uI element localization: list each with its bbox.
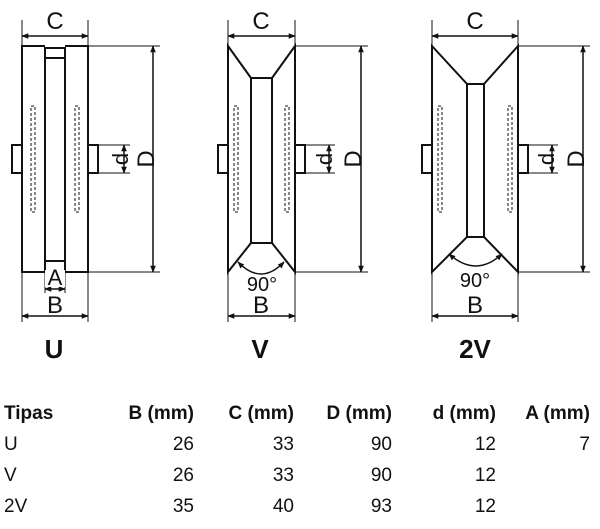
2v-wheel-axle — [421, 144, 433, 174]
cell-d-small: 12 — [474, 434, 496, 455]
v-wheel-right-flange — [271, 42, 296, 275]
table-row: U 26 33 90 12 7 — [0, 429, 600, 460]
v-angle-arc — [237, 261, 285, 275]
v-angle-label: 90° — [247, 274, 277, 296]
cell-type: U — [4, 434, 18, 455]
2v-type-label: 2V — [459, 334, 491, 364]
u-wheel-groove — [44, 57, 66, 262]
cell-b: 26 — [172, 434, 194, 455]
cell-c: 40 — [272, 496, 294, 517]
table-header-row: Tipas B (mm) C (mm) D (mm) d (mm) A (mm) — [0, 398, 600, 429]
2v-wheel-left-flange — [431, 43, 468, 275]
header-a: A (mm) — [525, 403, 590, 424]
header-c: C (mm) — [228, 403, 294, 424]
cell-a — [496, 491, 600, 522]
cell-d-large: 90 — [370, 465, 392, 486]
v-c-label: C — [252, 8, 269, 35]
2v-d-small-label: d — [534, 153, 559, 165]
2v-c-label: C — [466, 8, 483, 35]
cell-b: 26 — [172, 465, 194, 486]
v-d-small-label: d — [312, 153, 337, 165]
u-d-large-label: D — [133, 150, 160, 167]
u-wheel-outline — [21, 45, 89, 273]
2v-wheel-drawing — [421, 20, 590, 322]
cell-type: V — [4, 465, 17, 486]
v-wheel-axle — [217, 144, 229, 174]
u-a-label: A — [48, 265, 63, 290]
v-b-label: B — [253, 292, 269, 319]
table-row: 2V 35 40 93 12 — [0, 491, 600, 522]
cell-d-small: 12 — [474, 496, 496, 517]
cell-a: 7 — [579, 434, 590, 455]
v-wheel-drawing — [217, 20, 368, 322]
2v-wheel-right-flange — [483, 43, 519, 275]
header-d-large: D (mm) — [326, 403, 392, 424]
cell-d-large: 90 — [370, 434, 392, 455]
cell-d-small: 12 — [474, 465, 496, 486]
2v-d-large-label: D — [563, 150, 590, 167]
cell-c: 33 — [272, 465, 294, 486]
v-type-label: V — [251, 334, 269, 364]
2v-angle-arc — [448, 253, 503, 267]
u-wheel-drawing — [11, 20, 160, 322]
header-b: B (mm) — [128, 403, 194, 424]
v-wheel-left-flange — [227, 42, 252, 275]
u-d-small-label: d — [108, 153, 133, 165]
cell-b: 35 — [172, 496, 194, 517]
table-row: V 26 33 90 12 — [0, 460, 600, 491]
u-type-label: U — [45, 334, 64, 364]
cell-c: 33 — [272, 434, 294, 455]
2v-angle-label: 90° — [460, 270, 490, 292]
cell-type: 2V — [4, 496, 28, 517]
header-tipas: Tipas — [4, 403, 54, 424]
wheel-dimension-diagram: C A B d D U C 90° B d D V — [11, 8, 590, 364]
v-d-large-label: D — [340, 150, 367, 167]
u-c-label: C — [46, 8, 63, 35]
2v-b-label: B — [467, 292, 483, 319]
cell-a — [496, 460, 600, 491]
u-b-label: B — [47, 292, 63, 319]
u-wheel-axle — [11, 144, 23, 174]
header-d-small: d (mm) — [432, 403, 496, 424]
wheel-spec-table: Tipas B (mm) C (mm) D (mm) d (mm) A (mm)… — [0, 398, 600, 522]
cell-d-large: 93 — [370, 496, 392, 517]
